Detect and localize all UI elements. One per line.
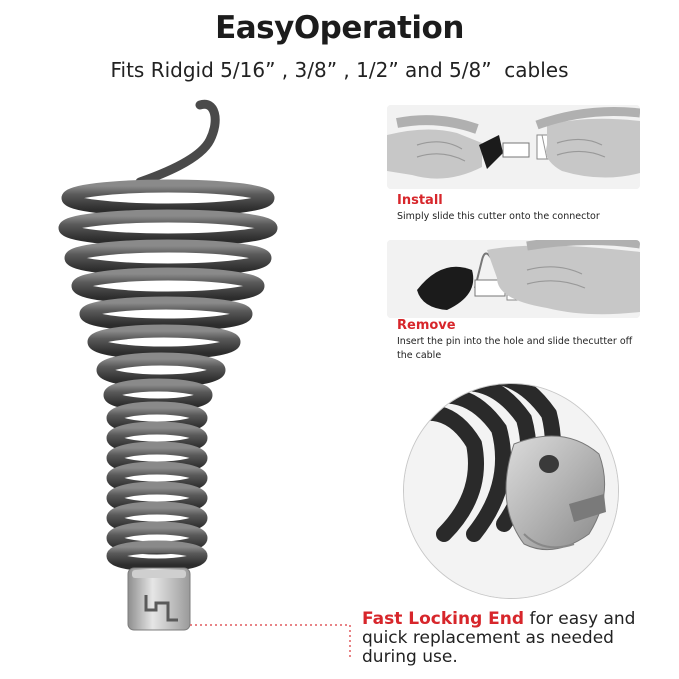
remove-description: Insert the pin into the hole and slide t… — [397, 336, 633, 361]
install-heading: Install — [397, 193, 443, 208]
page-title: EasyOperation — [215, 10, 464, 46]
remove-image — [387, 240, 640, 318]
remove-heading: Remove — [397, 318, 456, 333]
spring-cutter-svg — [58, 99, 278, 631]
fast-locking-callout: Fast Locking End for easy and quick repl… — [362, 610, 662, 667]
install-image — [387, 105, 640, 189]
callout-text: for easy and quick replacement as needed… — [362, 609, 636, 667]
install-description: Simply slide this cutter onto the connec… — [397, 211, 600, 222]
remove-panel: Remove Insert the pin into the hole and … — [387, 240, 640, 365]
callout-highlight: Fast Locking End — [362, 609, 525, 629]
install-panel: Install Simply slide this cutter onto th… — [387, 105, 640, 230]
spring-cutter-image — [40, 90, 370, 650]
page-subtitle: Fits Ridgid 5/16” , 3/8” , 1/2” and 5/8”… — [110, 58, 569, 82]
locking-end-zoom-image — [403, 383, 619, 599]
